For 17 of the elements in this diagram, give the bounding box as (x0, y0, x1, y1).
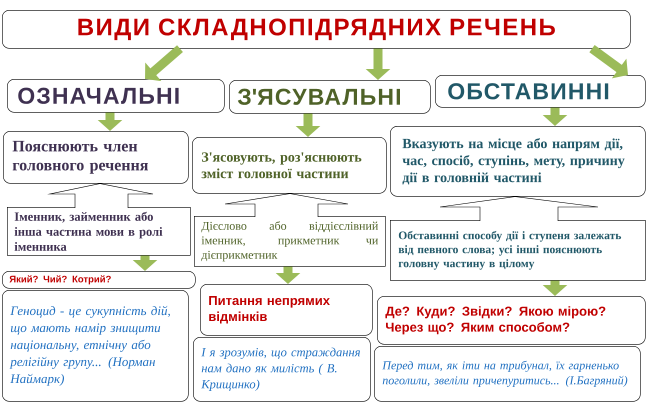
question-box: Де? Куди? Звідки? Якою мірою? Через що? Яким способом? (377, 296, 646, 345)
callout-pointer (224, 193, 348, 218)
title-box: ВИДИ СКЛАДНОПІДРЯДНИХ РЕЧЕНЬ (2, 10, 631, 49)
question-box: Питання непрямих відмінків (200, 284, 373, 336)
callout-pointer (440, 196, 598, 222)
category-box: З'ЯСУВАЛЬНІ (229, 80, 431, 114)
question-box: Який? Чий? Котрий? (2, 271, 196, 289)
description-callout: Вказують на місце або напрям дії, час, спосіб, ступінь, мету, причину дії в головній частині (390, 126, 646, 197)
example-box: Геноцид - це сукупність дій, що мають намір знищити національну, етнічну або релігійну групу... (Норман Наймарк) (2, 290, 189, 402)
description-callout: З'ясовують, роз'яснюють зміст головної частини (192, 137, 387, 194)
block-arrow (145, 45, 183, 82)
callout-pointer (47, 183, 154, 208)
category-box: ОЗНАЧАЛЬНІ (7, 79, 225, 113)
example-box: І я зрозумів, що страждання нам дано як милість ( В. Крищинко) (193, 337, 371, 402)
description-callout: Пояснюють член головного речення (3, 131, 189, 184)
example-box: Перед тим, як іти на трибунал, їх гарненько поголили, звеліли причепуритись... (І.Багряний) (374, 346, 641, 402)
category-box: ОБСТАВИННІ (435, 75, 646, 108)
